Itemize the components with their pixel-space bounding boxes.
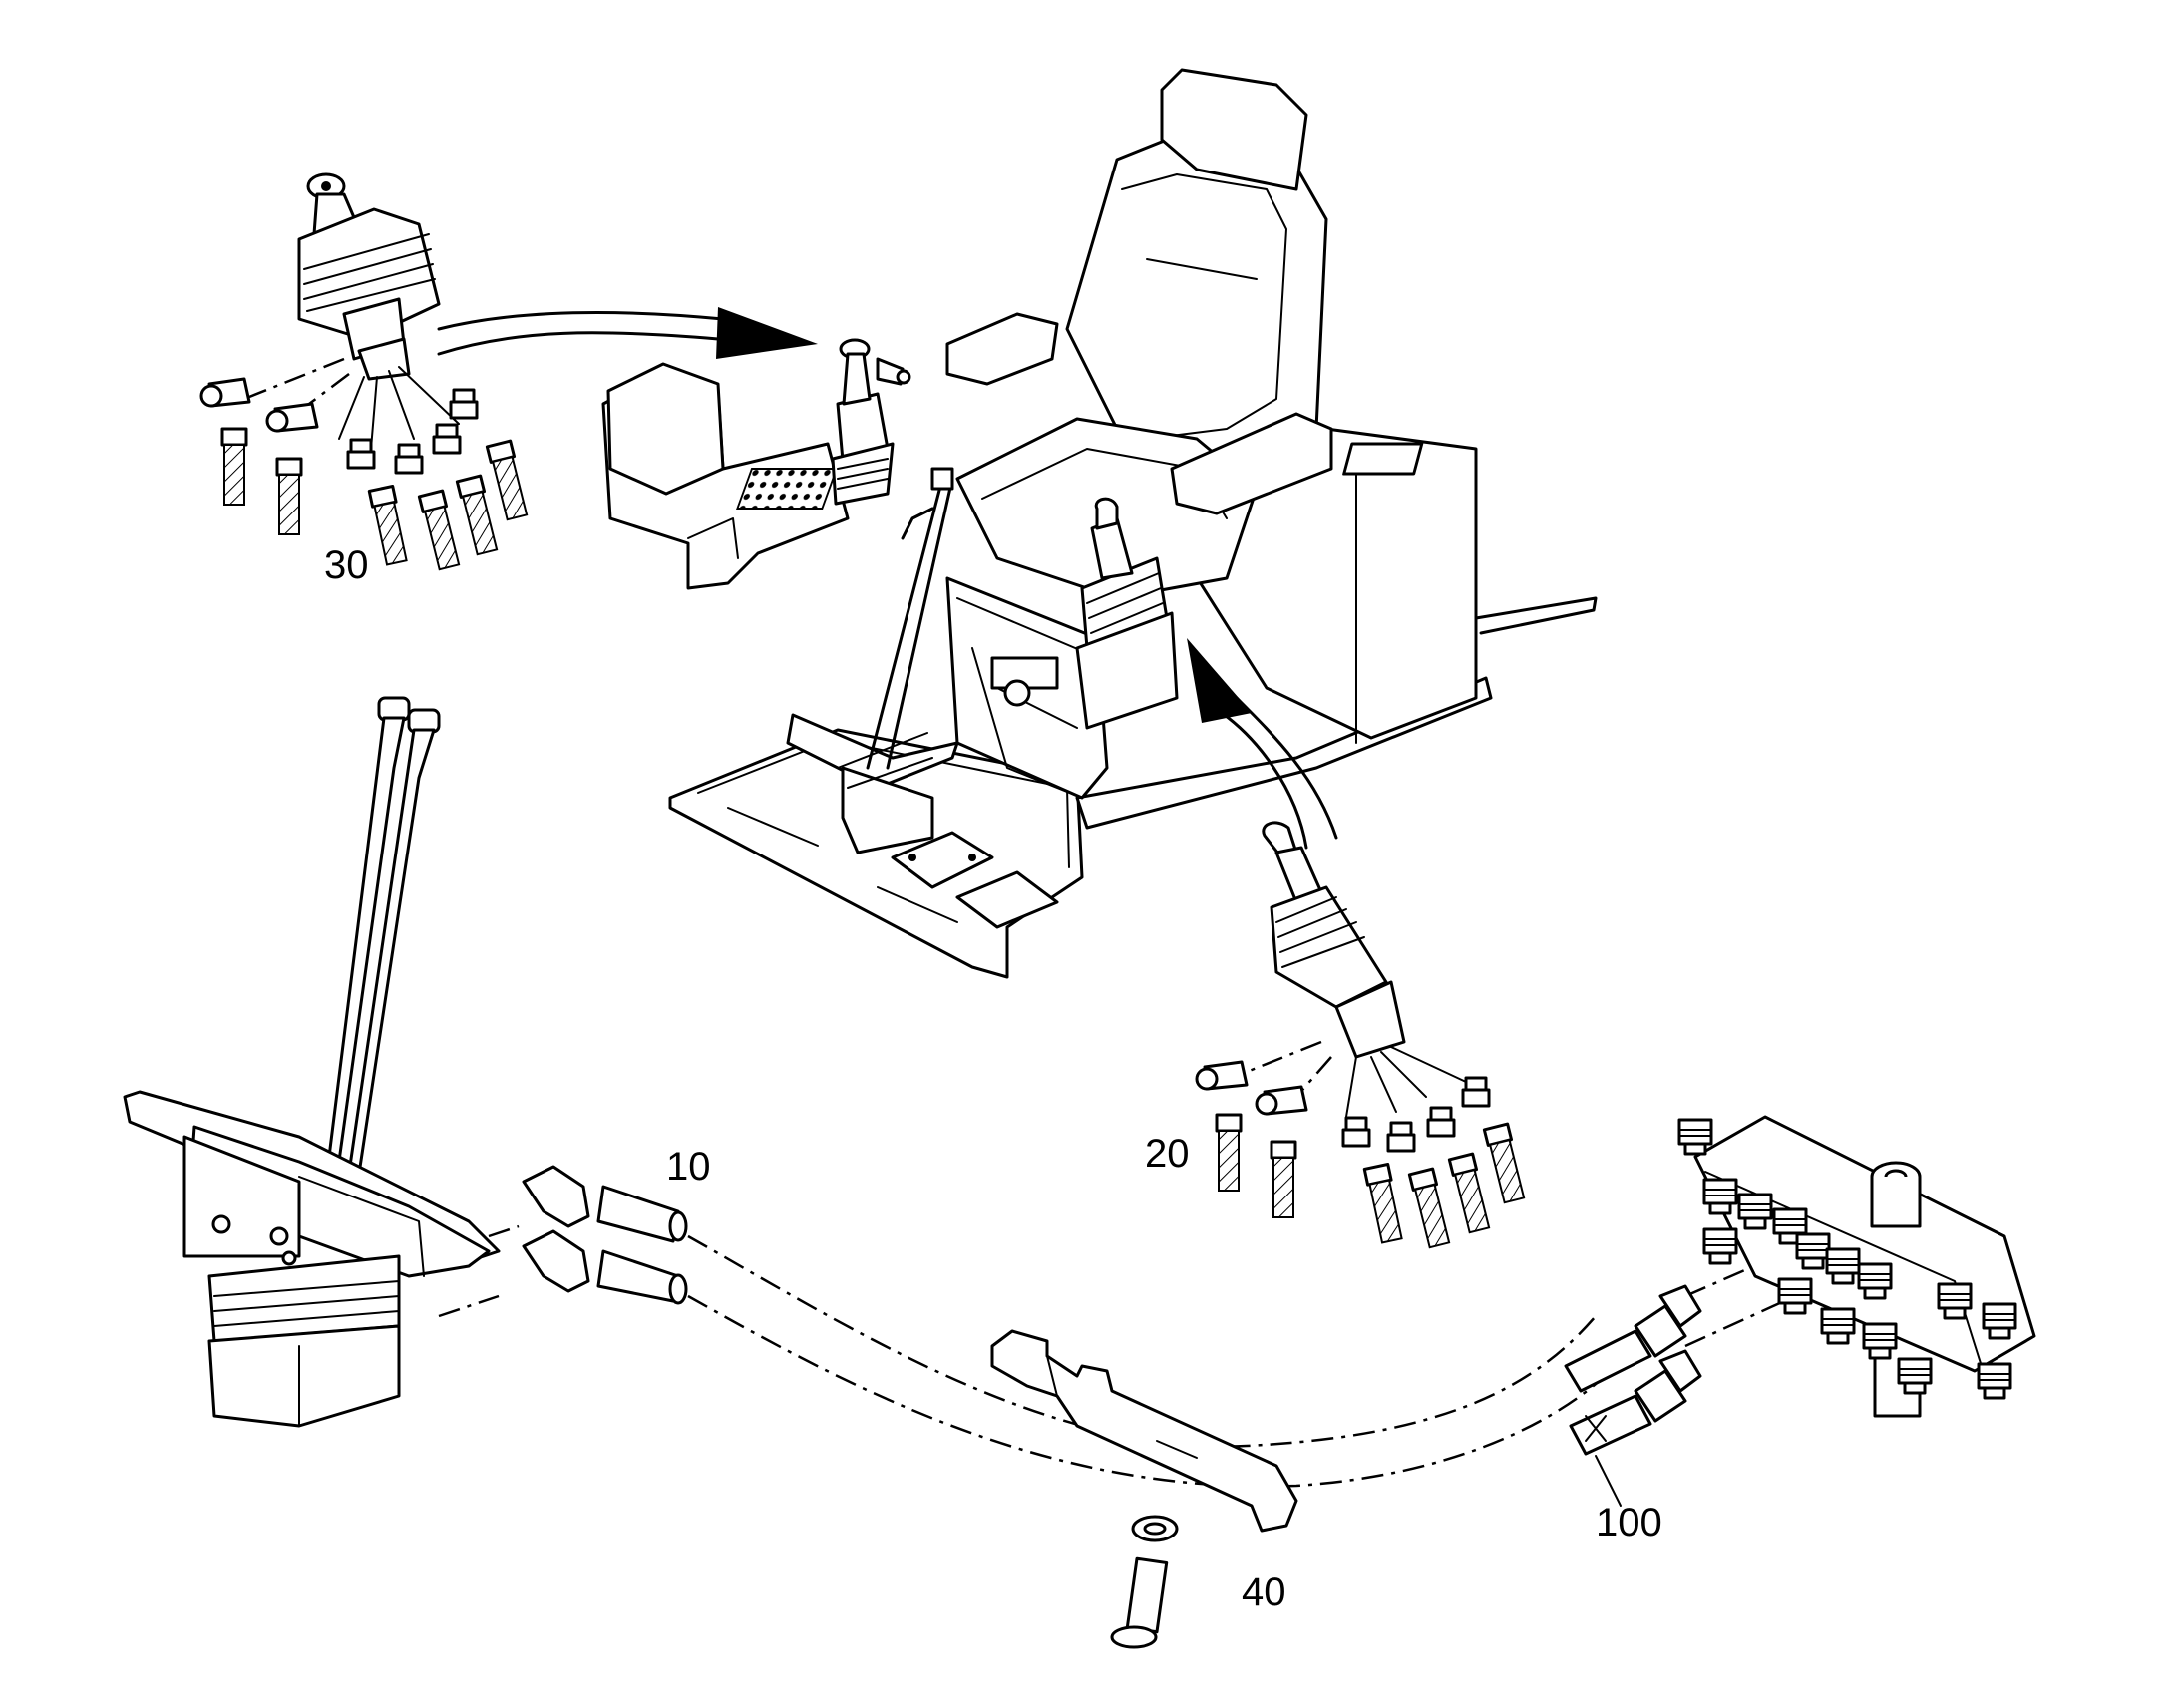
callout-40: 40 [1242, 1570, 1286, 1614]
arrow-right-to-seat [1187, 638, 1338, 850]
arrow-left-to-seat [437, 307, 818, 359]
callout-20: 20 [1145, 1132, 1190, 1176]
adapters-100 [1564, 1284, 1702, 1507]
right-armrest [1170, 412, 1333, 515]
bolt [1110, 1515, 1179, 1649]
headrest [1160, 68, 1308, 191]
pilot-joystick-20 [1195, 821, 1528, 1250]
left-armrest [606, 362, 725, 496]
manifold-block [1677, 1115, 2036, 1418]
operator-seat-assembly [601, 68, 1598, 979]
bracket-40 [990, 1329, 1298, 1533]
callout-10: 10 [666, 1145, 711, 1189]
travel-pedal-valve-10 [123, 696, 688, 1428]
callout-100: 100 [1596, 1501, 1662, 1544]
callout-30: 30 [324, 543, 369, 587]
pilot-joystick-30 [199, 172, 531, 572]
